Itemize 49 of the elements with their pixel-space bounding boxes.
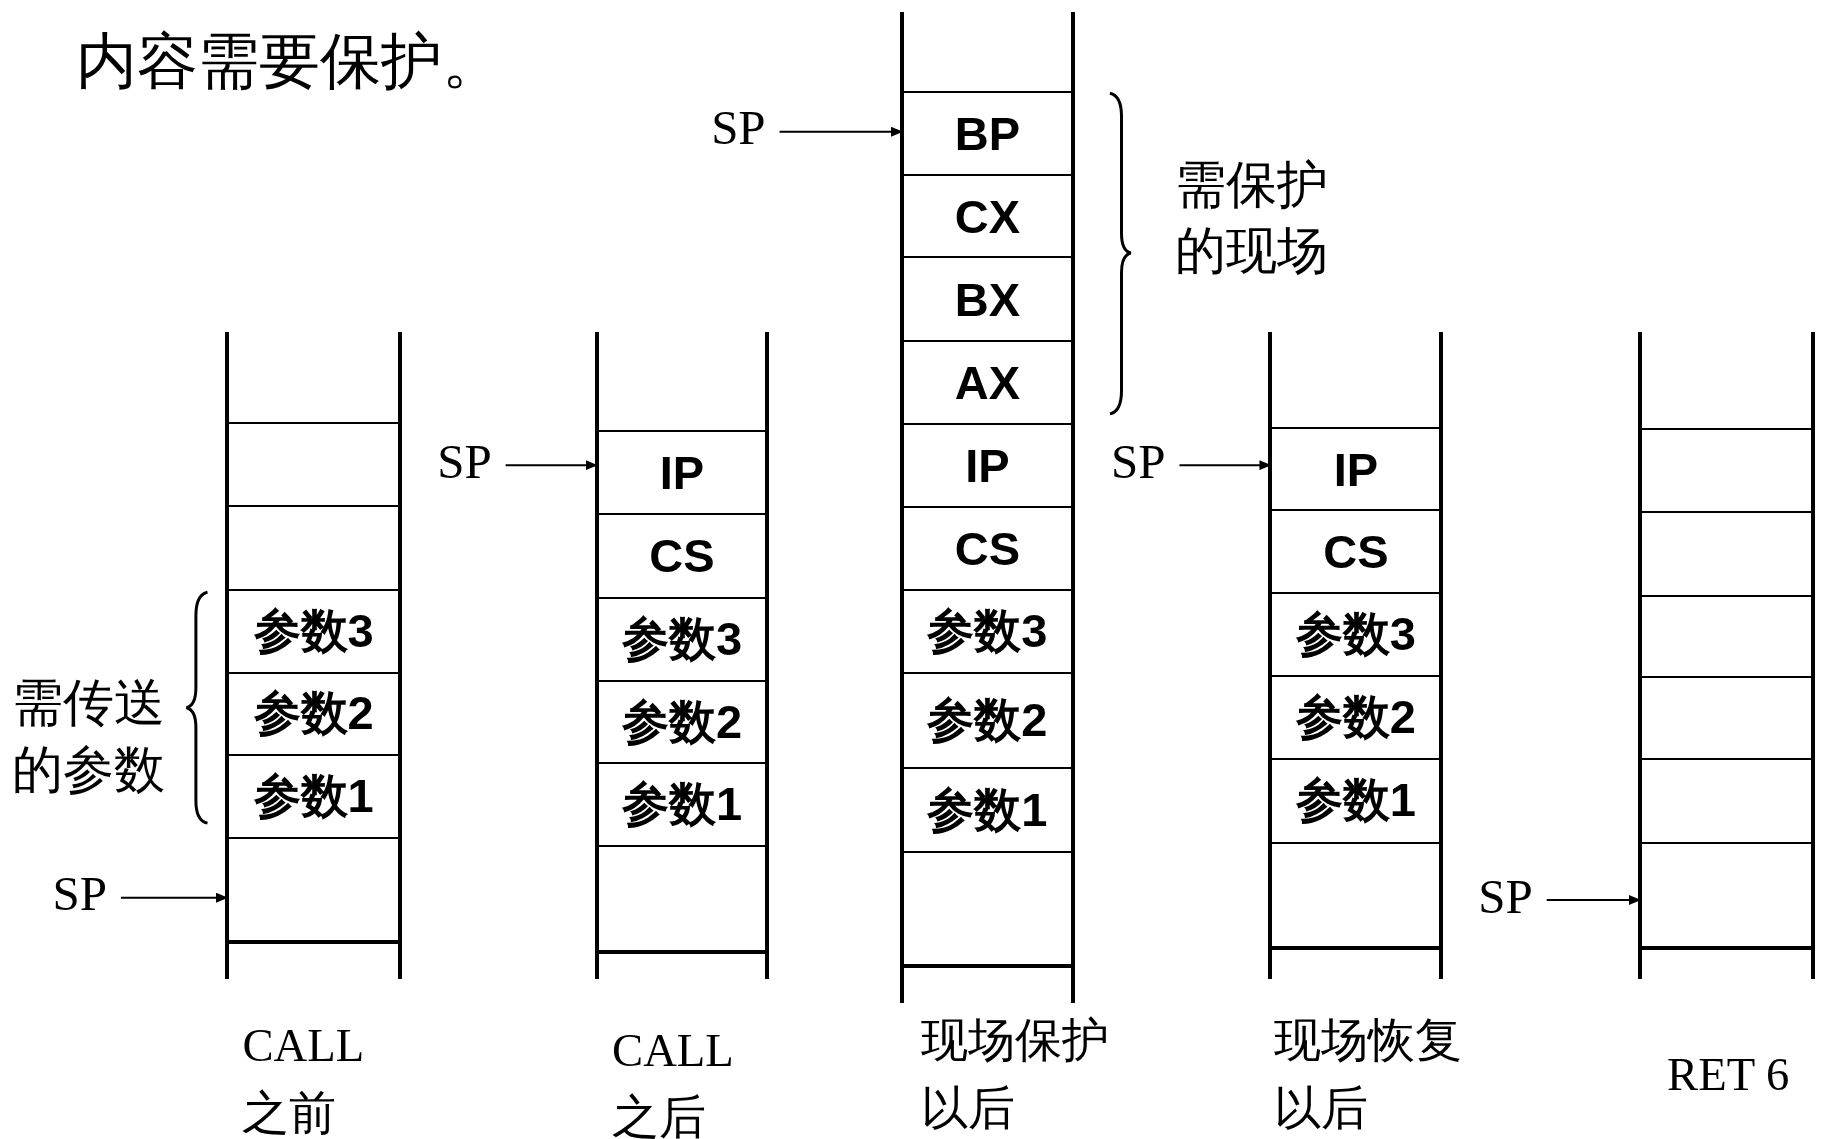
stack-cell: 参数3 [904,588,1071,672]
annotation-text: 需保护的现场 [1175,154,1330,282]
stack-cell: CS [598,512,766,597]
stack-cell: 参数1 [598,762,766,846]
stack-cell: IP [1272,426,1440,510]
stack-cell: BX [904,256,1071,341]
heading-text: 内容需要保护。 [75,27,504,98]
stack-cell: IP [904,423,1071,506]
pointer-label: SP [437,434,492,489]
arrow [1545,895,1641,905]
stack-column [225,332,403,980]
stack-cell: IP [598,430,766,513]
stack-cell [1641,841,1812,951]
arrow [778,126,903,137]
stack-cell: CS [904,505,1071,589]
pointer-label: SP [711,101,766,156]
stack-cell [598,845,766,954]
stack-caption: 现场恢复以后 [1274,1013,1464,1136]
stack-cell [904,851,1071,968]
annotation-text: 需传送的参数 [11,673,166,800]
stack-caption: 现场保护以后 [921,1013,1110,1136]
stack-column [594,332,770,980]
stack-caption: RET 6 [1667,1047,1791,1103]
stack-cell: AX [904,340,1071,424]
arrow [119,892,228,903]
stack-cell: 参数3 [598,596,766,680]
stack-cell: 参数3 [1272,592,1440,675]
stack-cell: 参数2 [598,679,766,763]
stack-caption: CALL 之前 [242,1017,364,1139]
stack-cell: 参数2 [229,671,399,755]
stack-column [1637,332,1816,980]
stack-cell [1272,841,1440,951]
stack-cell: CX [904,173,1071,257]
stack-cell: 参数1 [1272,757,1440,842]
stack-cell: 参数3 [229,588,399,672]
stack-cell [229,837,399,945]
stack-cell: CS [1272,509,1440,593]
stack-column [900,11,1075,1003]
stack-cell: 参数2 [904,671,1071,768]
stack-cell: BP [904,90,1071,174]
stack-cell: 参数1 [229,754,399,838]
arrow [504,460,598,471]
pointer-label: SP [52,867,107,922]
pointer-label: SP [1478,869,1533,924]
stack-column [1268,332,1444,980]
stack-cell: 参数2 [1272,675,1440,758]
stack-cell: 参数1 [904,767,1071,852]
stack-caption: CALL 之后 [612,1022,734,1139]
pointer-label: SP [1111,434,1166,489]
